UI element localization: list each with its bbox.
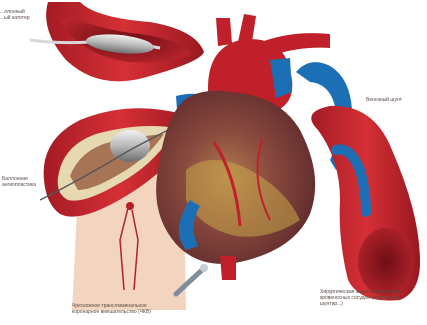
catheter-vessel: [30, 2, 204, 81]
bypass-vessel: [311, 106, 420, 301]
label-balloon-catheter: ...ллонный ...ый катетер: [0, 9, 48, 21]
label-balloon-angioplasty: Баллонная ангиопластика: [2, 176, 50, 188]
label-venous-graft: Венозный шунт: [366, 97, 426, 103]
aorta-descending: [220, 256, 236, 280]
label-pci: Чрескожное транслюминальное коронарное в…: [72, 303, 190, 315]
label-bypass-surgery: Хирургическая замена коронарных кровенос…: [320, 289, 424, 307]
